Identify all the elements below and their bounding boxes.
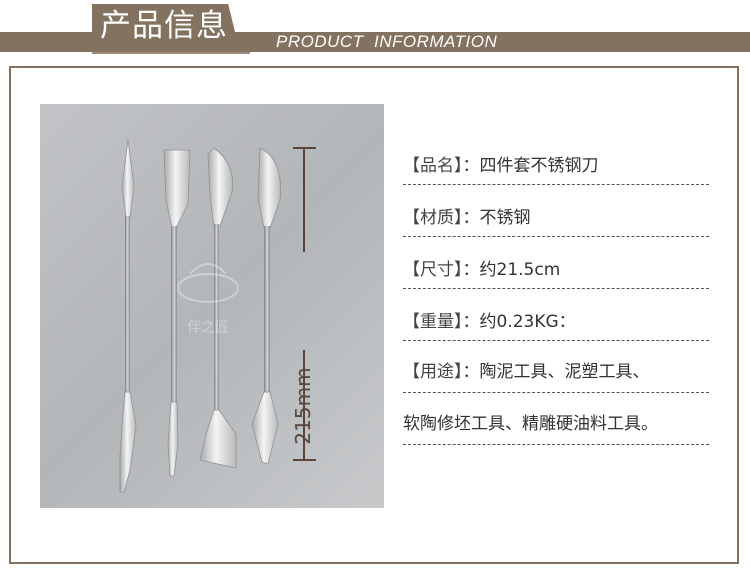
dimension-indicator xyxy=(293,147,316,461)
spec-value: 陶泥工具、泥塑工具、 xyxy=(479,362,650,382)
spec-separator: ： xyxy=(462,260,480,280)
spec-separator: ： xyxy=(462,312,480,332)
spec-key: 【材质】 xyxy=(403,208,463,228)
spec-key: 【品名】 xyxy=(403,156,463,176)
divider xyxy=(403,340,709,341)
spec-value: 不锈钢 xyxy=(479,208,531,228)
tool-spatula-2 xyxy=(163,149,191,477)
title-underline xyxy=(92,52,250,54)
spec-row-size: 【尺寸】：约21.5cm xyxy=(403,258,713,282)
divider xyxy=(403,392,709,393)
product-photo: 伴之匠 215mm xyxy=(40,104,384,508)
section-title: 产品信息 xyxy=(100,8,228,44)
spec-row-usage: 【用途】：陶泥工具、泥塑工具、 xyxy=(403,360,713,384)
tool-spatula-4 xyxy=(251,147,281,465)
spec-row-name: 【品名】：四件套不锈钢刀 xyxy=(403,154,713,178)
spec-value: 约0.23KG： xyxy=(479,312,576,332)
spec-usage-continuation: 软陶修坯工具、精雕硬油料工具。 xyxy=(403,414,658,434)
divider xyxy=(403,236,709,237)
divider xyxy=(403,184,709,185)
divider xyxy=(403,444,709,445)
tool-spatula-3 xyxy=(199,147,237,469)
spec-separator: ： xyxy=(462,156,480,176)
section-subtitle: PRODUCT INFORMATION xyxy=(276,32,498,51)
divider xyxy=(403,288,709,289)
spec-value: 四件套不锈钢刀 xyxy=(479,156,599,176)
spec-row-weight: 【重量】：约0.23KG： xyxy=(403,310,713,334)
title-tab xyxy=(92,4,240,52)
spec-key: 【用途】 xyxy=(403,362,463,382)
svg-text:伴之匠: 伴之匠 xyxy=(187,320,229,336)
spec-separator: ： xyxy=(462,362,480,382)
spec-key: 【重量】 xyxy=(403,312,463,332)
spec-key: 【尺寸】 xyxy=(403,260,463,280)
tool-spatula-1 xyxy=(119,139,137,493)
watermark-logo: 伴之匠 xyxy=(177,263,239,336)
spec-row-material: 【材质】：不锈钢 xyxy=(403,206,713,230)
spec-value: 约21.5cm xyxy=(479,260,561,280)
spec-separator: ： xyxy=(462,208,480,228)
dimension-label: 215mm xyxy=(291,367,315,445)
content-frame xyxy=(9,66,739,564)
